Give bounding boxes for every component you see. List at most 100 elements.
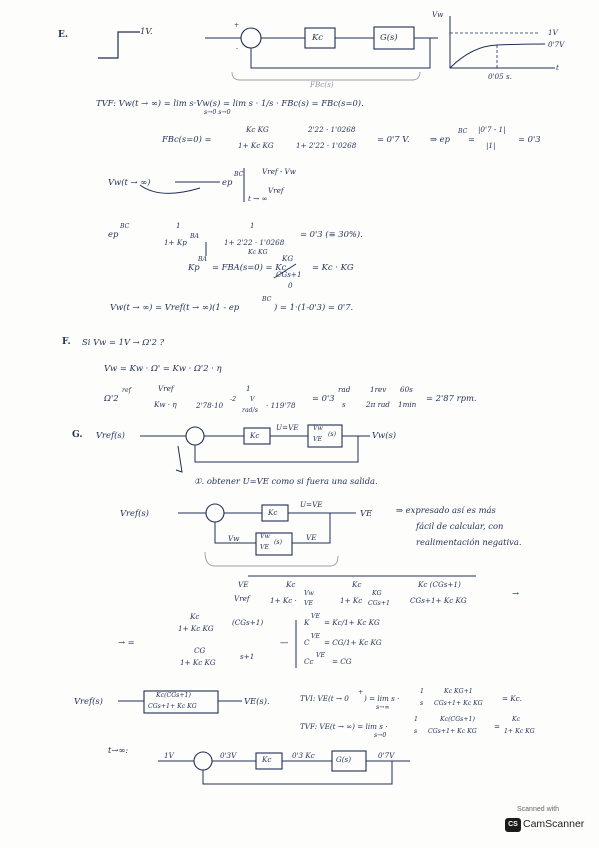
step-input-graph	[98, 31, 140, 59]
omega-u3-num: 60s	[400, 385, 413, 394]
step-input-label: 1V.	[140, 26, 153, 36]
g2-underline-brace	[204, 551, 339, 567]
tvf-f2-num: Kc(CGs+1)	[440, 716, 475, 723]
c-c-sup: VE	[316, 652, 325, 659]
scanned-with-text: Scanned with	[517, 806, 560, 813]
g-output: Vw(s)	[372, 430, 397, 440]
g-feedback-path	[194, 435, 370, 463]
sig-03kc: 0'3 Kc	[292, 751, 315, 760]
ep-den: |1|	[486, 141, 496, 150]
big-lead: → =	[118, 637, 135, 647]
fd-block-g: G(s)	[336, 755, 352, 764]
ep-frac-cond: t → ∞	[248, 194, 268, 203]
camscanner-logo-icon: CS	[505, 818, 521, 832]
ep-result: = 0'3	[518, 134, 541, 144]
ep2-num2: 1	[250, 221, 255, 230]
tvf-sub: s→0 s→0	[204, 109, 231, 116]
g2-block-vwve-rect	[255, 532, 293, 556]
tf-a-den-fnum: Vw	[304, 590, 314, 597]
fbc-num2: 2'22 · 1'0268	[308, 125, 356, 134]
omega-u2-den: 2π rad	[366, 400, 390, 409]
tf-b-den: 1+ Kc	[340, 596, 363, 605]
kp-frac-den: CGs+1	[276, 270, 302, 279]
omega-num1: Vref	[158, 384, 174, 393]
c-c-val: = CG	[332, 657, 352, 666]
fd-sum-junction	[193, 751, 213, 771]
g2-ve-back: VE	[306, 533, 317, 542]
fbc-result: = 0'7 V.	[377, 134, 410, 144]
vw-final-sup: BC	[262, 296, 272, 303]
tvi-end: = Kc.	[502, 694, 522, 703]
tvf-end-den: 1+ Kc KG	[504, 728, 535, 735]
c-ve: C	[304, 638, 310, 647]
tvi-f2-num: Kc KG+1	[444, 688, 473, 695]
bd-block-rect	[143, 690, 219, 714]
omega-result: = 0'3	[312, 393, 335, 403]
tvf-lim-sub: s→0	[374, 732, 387, 739]
kp-sup: BA	[198, 256, 208, 263]
k-ve: K	[304, 618, 310, 627]
ep-bc-label: ep	[222, 177, 233, 187]
g2-u-label: U=VE	[300, 500, 323, 509]
ep2-result: = 0'3 (≡ 30%).	[300, 229, 363, 239]
omega-u2-num: 1rev	[370, 385, 387, 394]
g-block-vwve-den: VE	[313, 436, 322, 443]
tf-b-den-fnum: KG	[372, 590, 382, 597]
tvf: TVF: VE(t → ∞) = lim s ·	[300, 722, 388, 731]
ep2-num1: 1	[176, 221, 181, 230]
g2-block-num: Vw	[260, 533, 270, 540]
ep2-den2: 1+ 2'22 · 1'0268	[224, 238, 285, 247]
camscanner-name: CamScanner	[523, 818, 585, 830]
g2-vw-mid: Vw	[228, 534, 240, 543]
big-num-frac-num: Kc	[190, 612, 200, 621]
g-block-vwve-s: (s)	[328, 431, 337, 438]
e-loop-label: FBc(s)	[310, 80, 334, 89]
c-ve-val: = CG/1+ Kc KG	[324, 638, 382, 647]
ep-frac-den: Vref	[268, 186, 284, 195]
kp-frac-num: KG	[282, 254, 294, 263]
omega-den2-unit-num: V	[250, 396, 255, 403]
big-den-frac-den: 1+ Kc KG	[180, 658, 216, 667]
kp-cancel-stroke	[273, 263, 297, 279]
ep2-den1-sup: BA	[190, 233, 200, 240]
tvi-f2-den: CGs+1+ Kc KG	[434, 700, 483, 707]
expr-note-3: realimentación negativa.	[416, 537, 522, 547]
omega-sup: ref	[122, 387, 131, 394]
g2-block-den: VE	[260, 544, 269, 551]
tvi-sup: +	[358, 689, 364, 696]
fbc-lhs: FBc(s=0) =	[162, 134, 212, 144]
tvf-f1-num: 1	[414, 716, 418, 723]
fbc-den1: 1+ Kc KG	[238, 141, 274, 150]
tvi: TVI: VE(t → 0	[300, 694, 349, 703]
omega-den1: Kw · η	[154, 400, 177, 409]
c-c: Cc	[304, 657, 314, 666]
g-block-vwve-num: Vw	[313, 425, 323, 432]
bd-out: VE(s).	[244, 696, 270, 706]
big-den-frac-num: CG	[194, 646, 206, 655]
ep-num: |0'7 - 1|	[478, 125, 506, 134]
bd-in: Vref(s)	[74, 696, 103, 706]
e-response-axes	[449, 16, 555, 69]
section-g-letter: G.	[72, 430, 83, 440]
kp-eq: = FBA(s=0) = Kc	[212, 262, 287, 272]
big-num-tail: (CGs+1)	[232, 618, 264, 627]
g-sum-junction	[185, 426, 205, 446]
g2-block-s: (s)	[274, 539, 283, 546]
omega-den2-unit-den: rad/s	[242, 407, 258, 414]
omega-den2b: · 119'78	[266, 401, 296, 410]
e-arc-arrow	[139, 184, 201, 194]
tf-arrow: →	[512, 588, 520, 598]
g2-block-kc: Kc	[268, 508, 278, 517]
tf-c-num: Kc (CGs+1)	[418, 580, 461, 589]
tf-lhs-den: Vref	[234, 594, 250, 603]
tf-b-den-fden: CGs+1	[368, 600, 390, 607]
e-sum-plus: +	[234, 22, 240, 29]
ep-frac-num: Vref - Vw	[262, 167, 296, 176]
t-inf-label: t→∞:	[108, 745, 129, 755]
big-dash: —	[280, 637, 289, 647]
tvf-f1-den: s	[414, 728, 418, 735]
fd-block-kc: Kc	[262, 755, 272, 764]
omega-num2: 1	[246, 384, 251, 393]
